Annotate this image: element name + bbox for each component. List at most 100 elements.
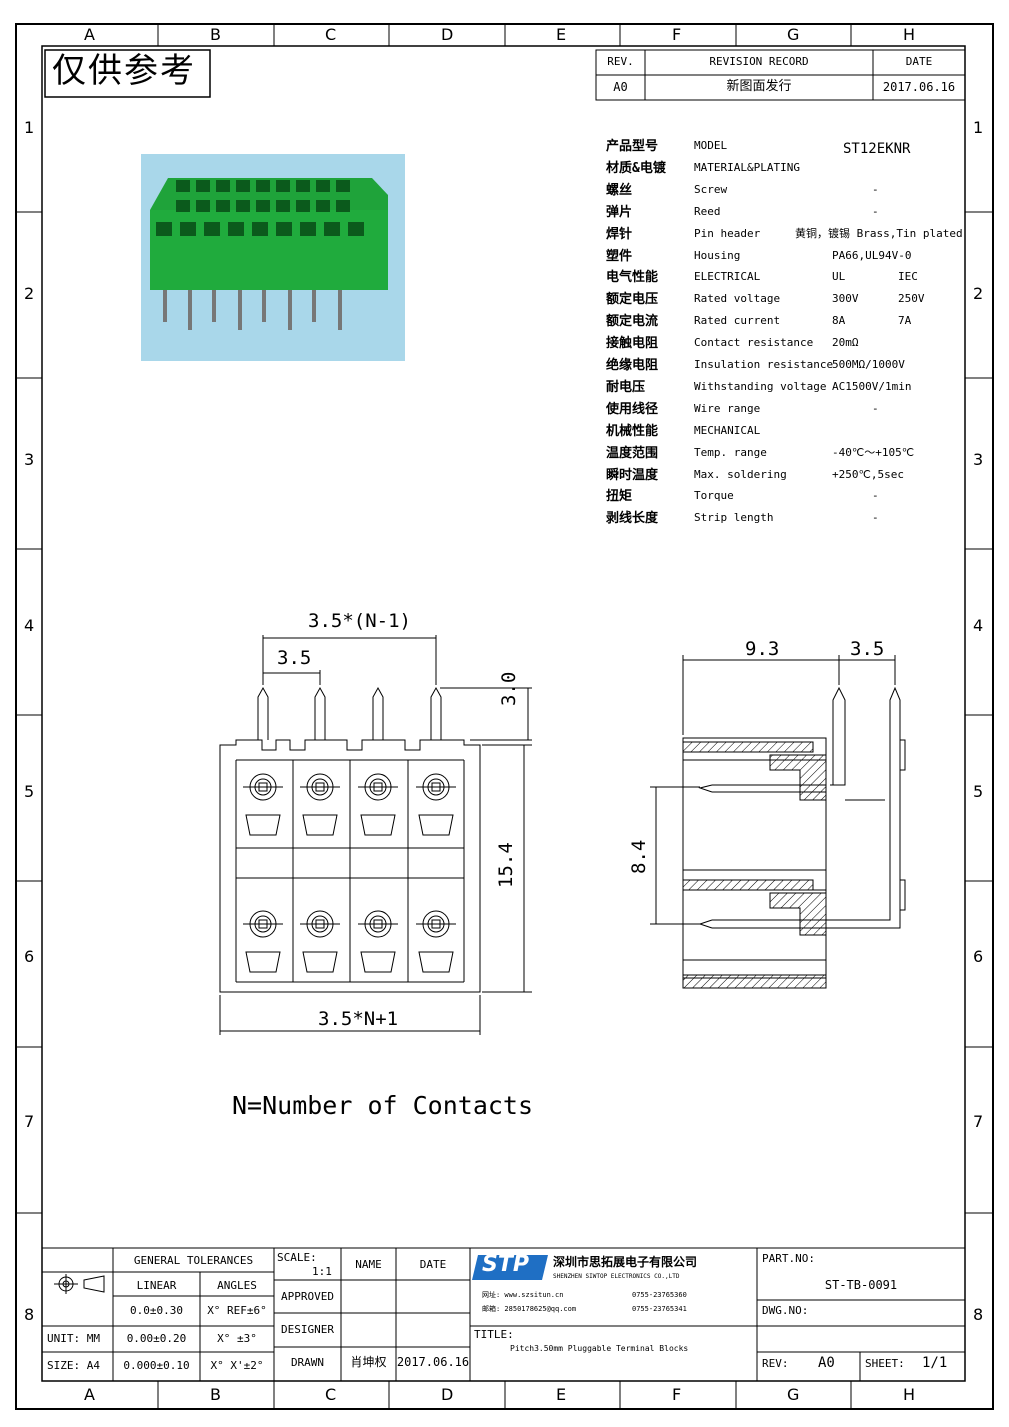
spec-value-iec: 7A	[898, 314, 912, 328]
spec-value: PA66,UL94V-0	[832, 248, 912, 262]
spec-value: 500MΩ/1000V	[832, 358, 905, 371]
col-label-f-bottom: F	[672, 1385, 682, 1404]
spec-value: -	[872, 401, 879, 415]
col-label-a: A	[84, 25, 95, 44]
designer-label: DESIGNER	[281, 1323, 334, 1336]
model-value: ST12EKNR	[843, 141, 911, 157]
spec-value: -	[872, 182, 879, 196]
scale-value: 1:1	[312, 1265, 332, 1278]
spec-value-iec: 250V	[898, 292, 925, 306]
sheet-value: 1/1	[922, 1355, 948, 1371]
company-name-cn: 深圳市思拓展电子有限公司	[553, 1255, 698, 1269]
spec-label-en: ELECTRICAL	[694, 270, 761, 284]
spec-value-ul: 300V	[832, 292, 859, 306]
dim-depth: 9.3	[745, 638, 780, 660]
title-block-grid	[41, 1247, 966, 1382]
drawn-name: 肖坤权	[350, 1355, 387, 1369]
general-tolerances-label: GENERAL TOLERANCES	[133, 1254, 254, 1267]
contact-phone-2: 0755-23765341	[632, 1305, 687, 1313]
tol3-angle: X° X'±2°	[210, 1359, 264, 1372]
spec-label-cn: 焊针	[606, 226, 633, 242]
col-label-b: B	[210, 25, 221, 44]
drawn-date: 2017.06.16	[396, 1355, 470, 1369]
tol3-linear: 0.000±0.10	[123, 1359, 190, 1372]
col-label-b-bottom: B	[210, 1385, 221, 1404]
dwg-no-label: DWG.NO:	[762, 1304, 809, 1317]
dim-pitch-side: 3.5	[850, 638, 885, 660]
approved-label: APPROVED	[281, 1290, 334, 1303]
spec-label-en: Temp. range	[694, 445, 767, 459]
dim-height: 15.4	[495, 842, 517, 888]
col-label-d-bottom: D	[441, 1385, 454, 1404]
row-label-4-right: 4	[973, 616, 984, 635]
spec-label-cn: 使用线径	[606, 401, 659, 417]
col-label-g-bottom: G	[787, 1385, 800, 1404]
dim-width: 3.5*N+1	[318, 1008, 399, 1030]
logo-text: STP	[482, 1252, 529, 1277]
col-label-d: D	[441, 25, 454, 44]
row-label-6: 6	[24, 947, 35, 966]
contact-website: 网址: www.szsitun.cn	[482, 1291, 564, 1299]
spec-value: -	[872, 511, 879, 525]
spec-label-en: Screw	[694, 182, 728, 196]
col-label-e: E	[556, 25, 567, 44]
company-logo	[472, 1255, 548, 1280]
spec-label-cn: 电气性能	[606, 270, 659, 286]
stamp-box	[44, 49, 211, 98]
contact-email: 邮箱: 2850178625@qq.com	[482, 1305, 577, 1313]
spec-label-cn: 耐电压	[606, 379, 646, 395]
spec-label-cn: 螺丝	[606, 182, 633, 198]
spec-label-en: Strip length	[694, 511, 774, 525]
spec-value-ul: 8A	[832, 314, 846, 328]
row-label-8: 8	[24, 1305, 35, 1324]
side-view-drawing	[650, 655, 906, 989]
front-view-drawing	[219, 635, 532, 1035]
spec-label-cn: 剥线长度	[606, 511, 659, 527]
rev-header: REV.	[607, 55, 634, 68]
rev-value: A0	[818, 1355, 835, 1371]
spec-value-iec: IEC	[898, 270, 918, 284]
row-label-5-right: 5	[973, 782, 984, 801]
dim-pitch-n: 3.5*(N-1)	[308, 610, 411, 632]
rev-label: REV:	[762, 1357, 789, 1370]
row-label-4: 4	[24, 616, 35, 635]
row-label-1-right: 1	[973, 118, 984, 137]
spec-value: -	[872, 204, 879, 218]
spec-value: -	[872, 489, 879, 503]
dim-row-spacing: 8.4	[628, 839, 650, 874]
revision-record-header: REVISION RECORD	[709, 55, 809, 68]
row-label-7-right: 7	[973, 1112, 984, 1131]
col-label-c: C	[325, 25, 337, 44]
spec-value: +250℃,5sec	[832, 467, 904, 481]
row-label-8-right: 8	[973, 1305, 984, 1324]
spec-label-cn: 绝缘电阻	[606, 358, 659, 373]
spec-label-cn: 额定电压	[606, 292, 659, 308]
spec-label-en: Rated voltage	[694, 292, 781, 306]
date-header: DATE	[419, 1258, 447, 1271]
spec-label-cn: 额定电流	[606, 314, 659, 330]
col-label-h-bottom: H	[903, 1385, 916, 1404]
contact-phone-1: 0755-23765360	[632, 1291, 687, 1299]
spec-label-en: Max. soldering	[694, 467, 787, 481]
linear-label: LINEAR	[136, 1279, 177, 1292]
revision-date-value: 2017.06.16	[882, 80, 956, 94]
dim-pin-length: 3.0	[498, 671, 520, 706]
spec-label-en: Wire range	[694, 401, 761, 415]
row-label-2: 2	[24, 284, 35, 303]
product-photo	[141, 154, 405, 361]
spec-label-en: Reed	[694, 204, 721, 218]
spec-value: AC1500V/1min	[832, 379, 912, 393]
row-label-1: 1	[24, 118, 35, 137]
title-label: TITLE:	[474, 1328, 514, 1341]
spec-label-cn: 机械性能	[606, 423, 659, 439]
row-label-3: 3	[24, 450, 35, 469]
spec-label-cn: 弹片	[606, 204, 633, 220]
col-label-h: H	[903, 25, 916, 44]
spec-label-cn: 温度范围	[606, 445, 659, 461]
projection-symbol	[54, 1274, 105, 1294]
revision-table	[595, 49, 966, 101]
reference-stamp: 仅供参考	[52, 51, 196, 91]
spec-value-ul: UL	[832, 270, 846, 284]
contacts-note: N=Number of Contacts	[232, 1091, 534, 1120]
